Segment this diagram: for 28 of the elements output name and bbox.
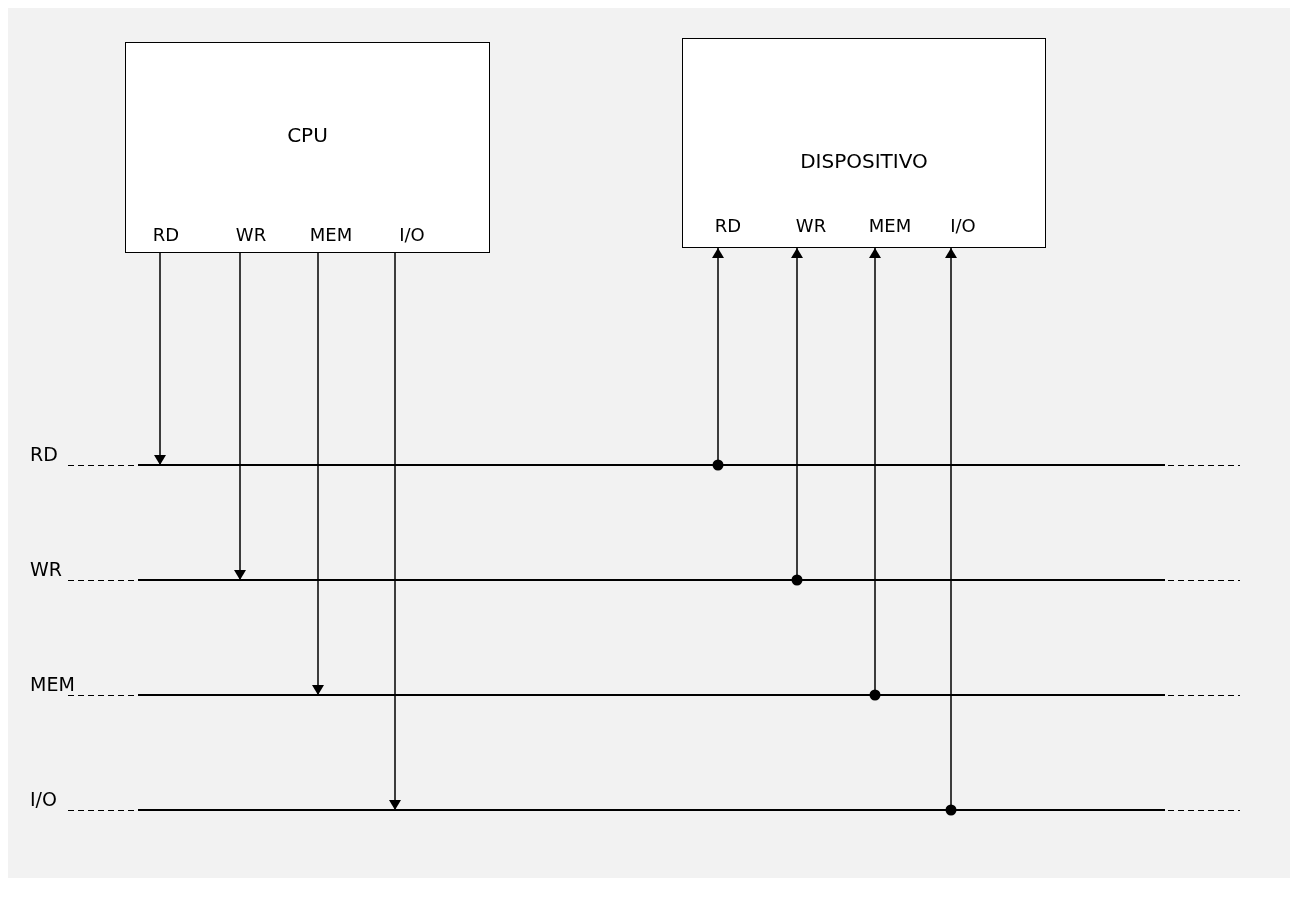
pin-label: MEM: [865, 215, 915, 248]
arrow: [869, 247, 881, 701]
arrow: [312, 252, 324, 696]
arrow: [791, 247, 803, 586]
signal-label: WR: [30, 558, 62, 580]
arrow: [234, 252, 246, 581]
pin-label: RD: [141, 224, 191, 253]
pin-label: I/O: [938, 215, 988, 248]
pin-label: WR: [226, 224, 276, 253]
pin-label: WR: [786, 215, 836, 248]
signal-label: I/O: [30, 788, 57, 810]
block-title: DISPOSITIVO: [799, 149, 929, 173]
arrow: [154, 252, 166, 466]
arrow: [712, 247, 724, 471]
pin-label: I/O: [387, 224, 437, 253]
bus-line: [68, 464, 1240, 466]
bus-line: [68, 694, 1240, 696]
arrow: [945, 247, 957, 816]
bus-line: [68, 579, 1240, 581]
block-box: [125, 42, 490, 253]
block-title: CPU: [286, 123, 329, 147]
bus-line: [68, 809, 1240, 811]
block-box: [682, 38, 1046, 248]
pin-label: MEM: [306, 224, 356, 253]
signal-label: MEM: [30, 673, 75, 695]
arrow: [389, 252, 401, 811]
signal-label: RD: [30, 443, 58, 465]
pin-label: RD: [703, 215, 753, 248]
